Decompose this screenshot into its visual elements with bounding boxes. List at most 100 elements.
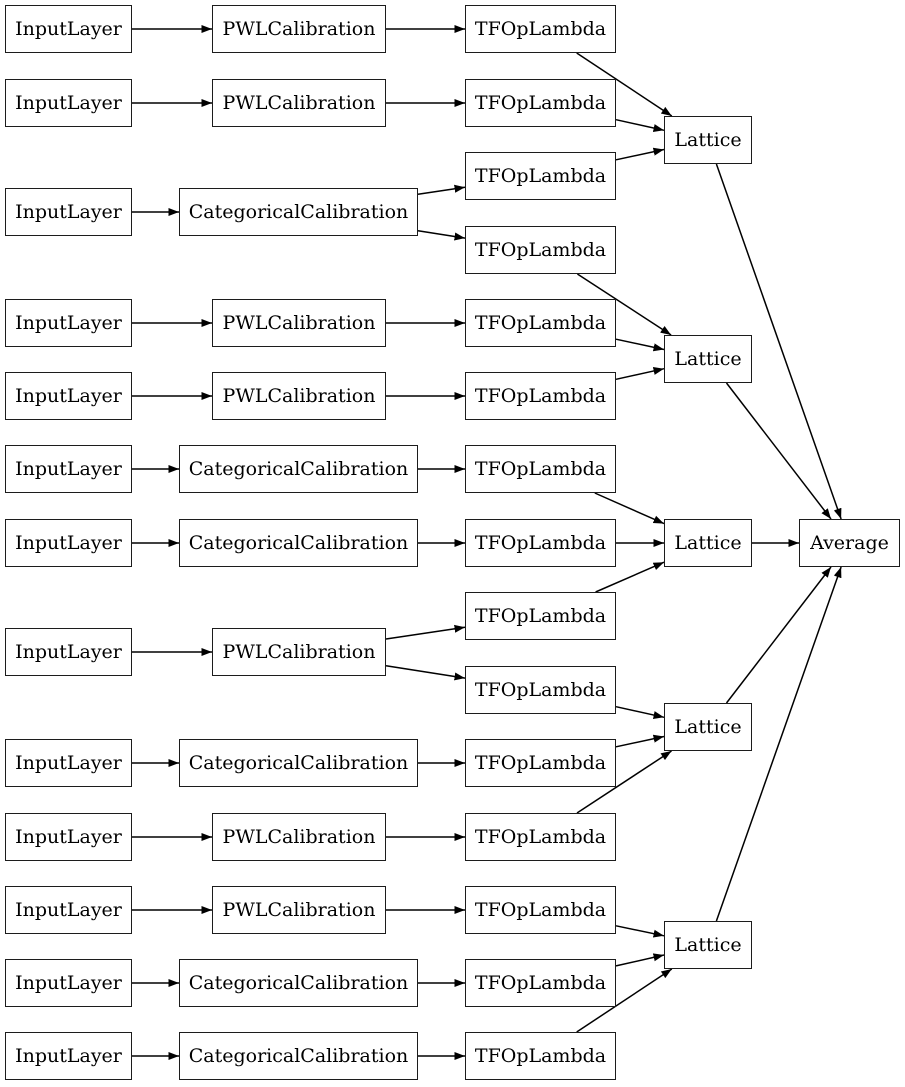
- node-l1-lattice-box: Lattice: [664, 116, 752, 164]
- node-c4-pwlcalibration-box: PWLCalibration: [212, 299, 386, 347]
- pwlcalibration-label: PWLCalibration: [222, 17, 376, 40]
- edge-t1-l1: [576, 52, 673, 117]
- tfoplambda-label: TFOpLambda: [474, 311, 607, 334]
- node-c2-pwlcalibration-box: PWLCalibration: [212, 79, 386, 127]
- edge-t11-l4: [615, 734, 665, 748]
- node-i4-inputlayer-box: InputLayer: [5, 299, 132, 347]
- tfoplambda-label: TFOpLambda: [474, 825, 607, 848]
- node-t13-tfoplambda-box: TFOpLambda: [465, 886, 616, 934]
- tfoplambda-label: TFOpLambda: [474, 751, 607, 774]
- node-c11-pwlcalibration-box: PWLCalibration: [212, 886, 386, 934]
- categoricalcalibration-label: CategoricalCalibration: [188, 751, 409, 774]
- inputlayer-label: InputLayer: [15, 898, 122, 921]
- node-i10-inputlayer-box: InputLayer: [5, 813, 132, 861]
- edge-t15-l5: [576, 968, 673, 1033]
- node-t8-tfoplambda-box: TFOpLambda: [465, 519, 616, 567]
- node-t5-tfoplambda-box: TFOpLambda: [465, 299, 616, 347]
- node-c7-categoricalcalibration-box: CategoricalCalibration: [179, 519, 418, 567]
- edge-c8-t10: [385, 664, 466, 681]
- pwlcalibration-label: PWLCalibration: [222, 825, 376, 848]
- node-c9-categoricalcalibration-box: CategoricalCalibration: [179, 739, 418, 787]
- tfoplambda-label: TFOpLambda: [474, 457, 607, 480]
- lattice-label: Lattice: [674, 715, 742, 738]
- lattice-label: Lattice: [674, 128, 742, 151]
- node-l5-lattice-box: Lattice: [664, 921, 752, 969]
- node-t1-tfoplambda-box: TFOpLambda: [465, 5, 616, 53]
- pwlcalibration-label: PWLCalibration: [222, 384, 376, 407]
- edge-c3-t4: [417, 230, 466, 241]
- node-avg-average-box: Average: [799, 519, 900, 567]
- edge-c8-t9: [385, 624, 466, 640]
- inputlayer-label: InputLayer: [15, 971, 122, 994]
- tfoplambda-label: TFOpLambda: [474, 531, 607, 554]
- inputlayer-label: InputLayer: [15, 384, 122, 407]
- node-i13-inputlayer-box: InputLayer: [5, 1032, 132, 1080]
- node-i2-inputlayer-box: InputLayer: [5, 79, 132, 127]
- inputlayer-label: InputLayer: [15, 825, 122, 848]
- tfoplambda-label: TFOpLambda: [474, 604, 607, 627]
- node-c5-pwlcalibration-box: PWLCalibration: [212, 372, 386, 420]
- node-i8-inputlayer-box: InputLayer: [5, 628, 132, 676]
- node-t15-tfoplambda-box: TFOpLambda: [465, 1032, 616, 1080]
- node-t12-tfoplambda-box: TFOpLambda: [465, 813, 616, 861]
- node-l3-lattice-box: Lattice: [664, 519, 752, 567]
- inputlayer-label: InputLayer: [15, 17, 122, 40]
- tfoplambda-label: TFOpLambda: [474, 1044, 607, 1067]
- node-t4-tfoplambda-box: TFOpLambda: [465, 226, 616, 274]
- edge-t7-l3: [594, 492, 665, 525]
- edge-t14-l5: [615, 953, 665, 967]
- node-t14-tfoplambda-box: TFOpLambda: [465, 959, 616, 1007]
- inputlayer-label: InputLayer: [15, 531, 122, 554]
- inputlayer-label: InputLayer: [15, 200, 122, 223]
- edge-t12-l4: [576, 750, 672, 814]
- tfoplambda-label: TFOpLambda: [474, 164, 607, 187]
- node-t2-tfoplambda-box: TFOpLambda: [465, 79, 616, 127]
- node-i7-inputlayer-box: InputLayer: [5, 519, 132, 567]
- edge-t13-l5: [615, 925, 665, 938]
- average-label: Average: [810, 531, 889, 554]
- categoricalcalibration-label: CategoricalCalibration: [188, 200, 409, 223]
- pwlcalibration-label: PWLCalibration: [222, 640, 376, 663]
- node-c3-categoricalcalibration-box: CategoricalCalibration: [179, 188, 418, 236]
- tfoplambda-label: TFOpLambda: [474, 898, 607, 921]
- pwlcalibration-label: PWLCalibration: [222, 91, 376, 114]
- node-t11-tfoplambda-box: TFOpLambda: [465, 739, 616, 787]
- tfoplambda-label: TFOpLambda: [474, 17, 607, 40]
- node-t10-tfoplambda-box: TFOpLambda: [465, 666, 616, 714]
- edge-l4-avg: [725, 566, 832, 704]
- node-i5-inputlayer-box: InputLayer: [5, 372, 132, 420]
- inputlayer-label: InputLayer: [15, 640, 122, 663]
- edge-t5-l2: [615, 338, 665, 352]
- edge-t4-l2: [576, 273, 672, 336]
- lattice-label: Lattice: [674, 531, 742, 554]
- tfoplambda-label: TFOpLambda: [474, 238, 607, 261]
- node-c8-pwlcalibration-box: PWLCalibration: [212, 628, 386, 676]
- edge-t3-l1: [615, 147, 665, 161]
- tfoplambda-label: TFOpLambda: [474, 971, 607, 994]
- categoricalcalibration-label: CategoricalCalibration: [188, 1044, 409, 1067]
- edge-t10-l4: [615, 705, 665, 719]
- node-i6-inputlayer-box: InputLayer: [5, 445, 132, 493]
- categoricalcalibration-label: CategoricalCalibration: [188, 457, 409, 480]
- node-l2-lattice-box: Lattice: [664, 335, 752, 383]
- node-l4-lattice-box: Lattice: [664, 703, 752, 751]
- tfoplambda-label: TFOpLambda: [474, 678, 607, 701]
- node-i9-inputlayer-box: InputLayer: [5, 739, 132, 787]
- edge-t9-l3: [595, 561, 665, 593]
- tfoplambda-label: TFOpLambda: [474, 91, 607, 114]
- node-i11-inputlayer-box: InputLayer: [5, 886, 132, 934]
- node-c12-categoricalcalibration-box: CategoricalCalibration: [179, 959, 418, 1007]
- node-c6-categoricalcalibration-box: CategoricalCalibration: [179, 445, 418, 493]
- lattice-label: Lattice: [674, 933, 742, 956]
- node-c1-pwlcalibration-box: PWLCalibration: [212, 5, 386, 53]
- node-t7-tfoplambda-box: TFOpLambda: [465, 445, 616, 493]
- node-t3-tfoplambda-box: TFOpLambda: [465, 152, 616, 200]
- pwlcalibration-label: PWLCalibration: [222, 311, 376, 334]
- tfoplambda-label: TFOpLambda: [474, 384, 607, 407]
- edge-l2-avg: [725, 382, 832, 520]
- node-t9-tfoplambda-box: TFOpLambda: [465, 592, 616, 640]
- edge-l5-avg: [715, 566, 842, 922]
- inputlayer-label: InputLayer: [15, 311, 122, 334]
